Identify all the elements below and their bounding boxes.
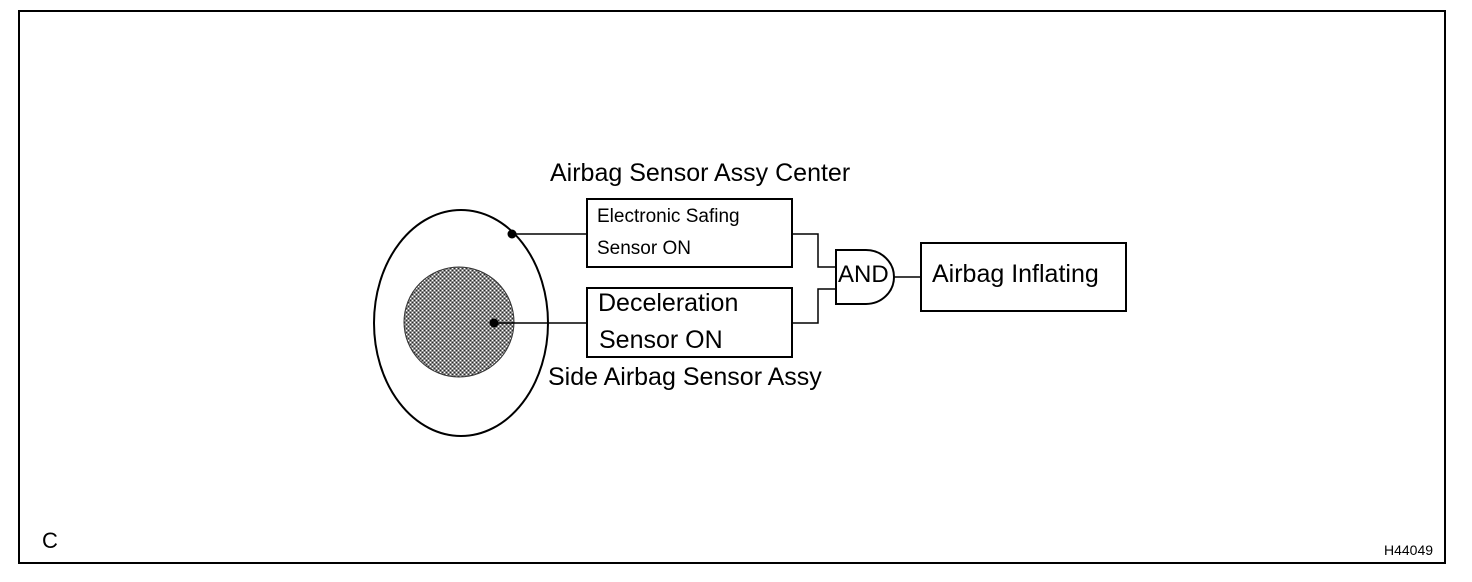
safing-sensor-label-line1: Electronic Safing (597, 206, 740, 227)
decel-sensor-label-line1: Deceleration (598, 289, 739, 317)
decel-to-and-wire (792, 288, 836, 324)
airbag-inflating-label: Airbag Inflating (932, 260, 1099, 288)
and-gate-label: AND (838, 261, 889, 288)
safing-sensor-label-line2: Sensor ON (597, 238, 691, 259)
side-assy-label: Side Airbag Sensor Assy (548, 363, 822, 391)
safing-sensor-box (586, 198, 793, 268)
figure-id: H44049 (1384, 542, 1434, 558)
center-assy-label: Airbag Sensor Assy Center (550, 159, 851, 187)
and-gate-shape (835, 249, 895, 305)
diagram-frame (18, 10, 1446, 564)
airbag-inflating-box (920, 242, 1127, 312)
corner-letter: C (42, 528, 58, 553)
decel-sensor-label-line2: Sensor ON (599, 326, 723, 354)
side-sensor-disc (403, 266, 515, 378)
safing-to-and-wire (792, 233, 836, 268)
